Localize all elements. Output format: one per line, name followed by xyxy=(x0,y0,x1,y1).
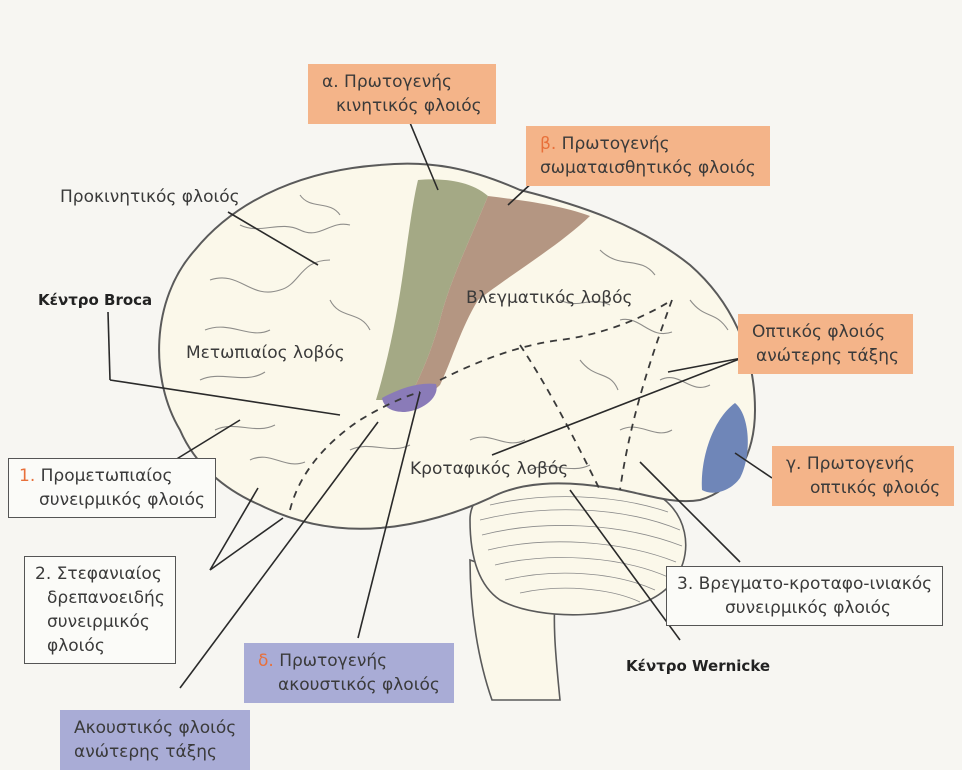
label-primary-motor-cortex: α. Πρωτογενής κινητικός φλοιός xyxy=(308,64,496,124)
label-wernicke-area: Κέντρο Wernicke xyxy=(626,657,771,675)
label-frontal-lobe: Μετωπιαίος λοβός xyxy=(186,343,345,363)
label-parietal-lobe: Βλεγματικός λοβός xyxy=(466,288,633,308)
brain-gyri xyxy=(199,194,729,471)
primary-motor-region xyxy=(376,179,488,400)
label-broca-area: Κέντρο Broca xyxy=(38,291,153,309)
label-parieto-temporo-occipital-association-cortex: 3. Βρεγματο-κροταφο-ινιακός συνειρμικός … xyxy=(666,566,944,626)
label-higher-visual-cortex: Οπτικός φλοιός ανώτερης τάξης xyxy=(738,314,913,374)
label-primary-auditory-cortex: δ. Πρωτογενής ακουστικός φλοιός xyxy=(244,643,454,703)
cerebellum-folia xyxy=(479,496,683,603)
label-higher-auditory-cortex: Ακουστικός φλοιός ανώτερης τάξης xyxy=(60,710,251,770)
label-temporal-lobe: Κροταφικός λοβός xyxy=(410,459,569,479)
label-primary-visual-cortex: γ. Πρωτογενής οπτικός φλοιός xyxy=(772,446,955,506)
label-premotor-cortex: Προκινητικός φλοιός xyxy=(60,187,240,207)
label-prefrontal-association-cortex: 1. Προμετωπιαίος συνειρμικός φλοιός xyxy=(8,458,217,518)
somatosensory-region xyxy=(408,196,590,400)
label-primary-somatosensory-cortex: β. Πρωτογενής σωματαισθητικός φλοιός xyxy=(526,126,770,186)
leader-lines xyxy=(107,117,773,689)
label-limbic-association-cortex: 2. Στεφανιαίος δρεπανοειδής συνειρμικός … xyxy=(24,556,176,664)
primary-auditory-region xyxy=(382,383,437,412)
lobe-boundaries xyxy=(289,299,673,511)
primary-visual-region xyxy=(701,403,748,493)
